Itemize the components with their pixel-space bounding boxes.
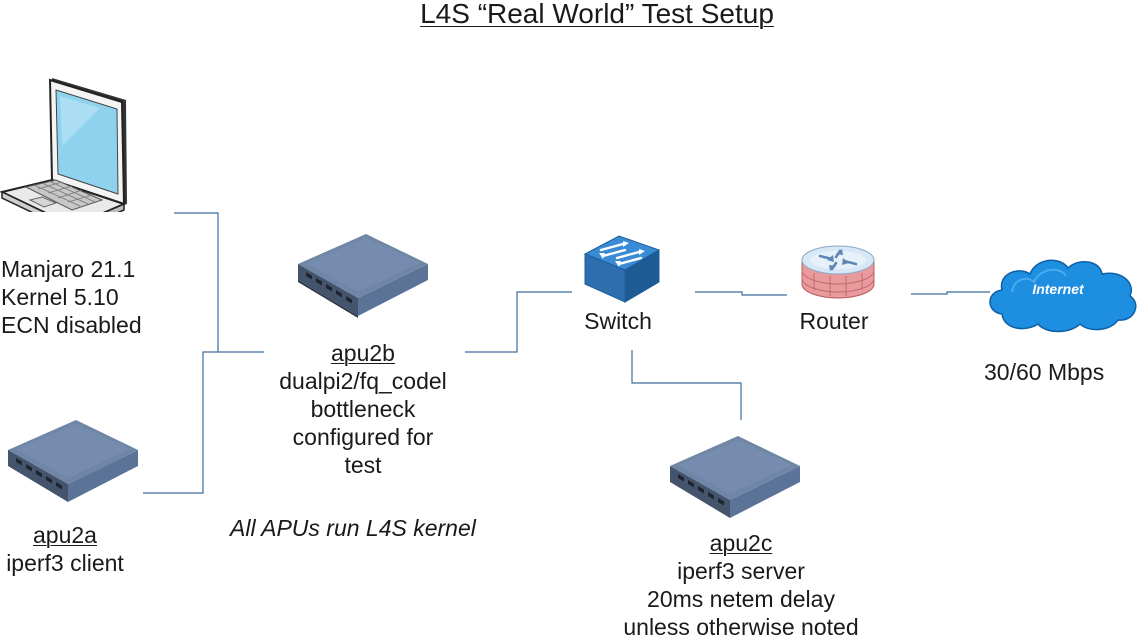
wire-switch-apu2c <box>631 350 742 420</box>
laptop-device <box>0 76 145 234</box>
apu2b-config: configured for <box>292 424 434 450</box>
switch-label: Switch <box>584 308 652 334</box>
apu2c-note: unless otherwise noted <box>623 614 859 640</box>
laptop-kernel: Kernel 5.10 <box>1 284 119 310</box>
apu-box-icon <box>8 420 138 502</box>
cloud-icon: Internet <box>989 259 1137 333</box>
cloud-text: Internet <box>1032 281 1085 297</box>
laptop-label: Manjaro 21.1 Kernel 5.10 ECN disabled <box>1 255 142 339</box>
wire-switch-router <box>695 291 787 296</box>
apu2c-device <box>668 434 802 524</box>
apu2b-role: bottleneck <box>310 396 416 422</box>
apu-kernel-note: All APUs run L4S kernel <box>230 515 476 541</box>
router-icon <box>801 245 875 299</box>
apu2c-delay: 20ms netem delay <box>647 586 835 612</box>
internet-device: Internet <box>984 252 1140 334</box>
internet-speed: 30/60 Mbps <box>984 359 1105 385</box>
laptop-icon <box>0 78 127 234</box>
wire-laptop-apu2b <box>174 212 264 353</box>
apu2b-name: apu2b <box>331 340 395 366</box>
apu-box-icon <box>670 436 800 518</box>
wire-apu2b-switch <box>465 291 572 353</box>
switch-device <box>583 232 661 304</box>
apu-box-icon <box>298 234 428 318</box>
router-device <box>800 240 876 304</box>
apu2a-label: apu2a iperf3 client <box>0 521 130 577</box>
apu2b-qdisc: dualpi2/fq_codel <box>279 368 447 394</box>
apu2b-label: apu2b dualpi2/fq_codel bottleneck config… <box>263 339 463 479</box>
switch-icon <box>583 235 661 303</box>
apu2c-label: apu2c iperf3 server 20ms netem delay unl… <box>601 529 881 641</box>
wire-router-internet <box>911 291 990 295</box>
router-label: Router <box>799 308 869 334</box>
apu2c-name: apu2c <box>709 530 773 556</box>
apu2c-role: iperf3 server <box>677 558 805 584</box>
wire-apu2a-apu2b <box>143 351 218 494</box>
apu2b-device <box>296 232 430 322</box>
apu2a-device <box>6 418 140 508</box>
laptop-ecn: ECN disabled <box>1 312 142 338</box>
apu2b-test: test <box>344 452 382 478</box>
apu2a-role: iperf3 client <box>6 550 124 576</box>
diagram-title: L4S “Real World” Test Setup <box>420 0 774 29</box>
apu2a-name: apu2a <box>33 522 97 548</box>
laptop-os: Manjaro 21.1 <box>1 256 136 282</box>
